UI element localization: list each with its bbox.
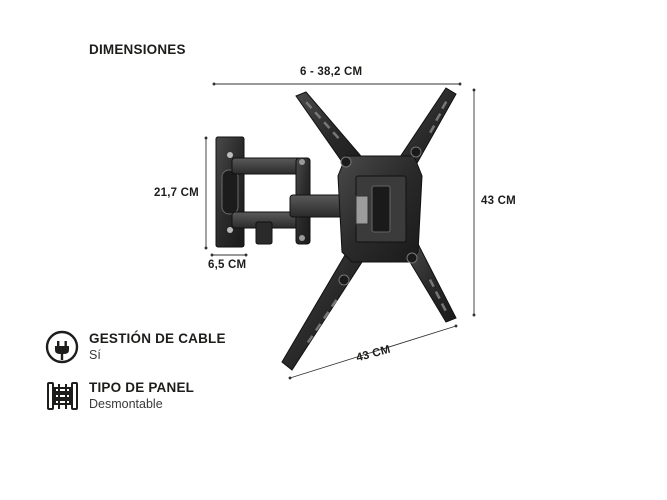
dimension-lines (204, 82, 476, 380)
wall-plate (215, 136, 245, 248)
panel-icon (45, 379, 81, 415)
feature-title: GESTIÓN DE CABLE (89, 331, 226, 346)
vesa-details (305, 101, 448, 344)
feature-cable-management: GESTIÓN DE CABLE Sí (45, 330, 285, 370)
feature-value: Desmontable (89, 397, 163, 411)
diagonal-dimension-line (288, 324, 458, 380)
section-title: DIMENSIONES (89, 42, 186, 57)
feature-title: TIPO DE PANEL (89, 380, 195, 395)
plate-width-label: 6,5 CM (208, 259, 247, 271)
width-range-label: 6 - 38,2 CM (300, 66, 363, 78)
mount-arms (231, 157, 357, 245)
plug-icon (45, 330, 81, 366)
feature-value: Sí (89, 348, 101, 362)
feature-panel-type: TIPO DE PANEL Desmontable (45, 379, 285, 419)
arm-height-label: 21,7 CM (154, 187, 199, 199)
height-label: 43 CM (481, 195, 516, 207)
